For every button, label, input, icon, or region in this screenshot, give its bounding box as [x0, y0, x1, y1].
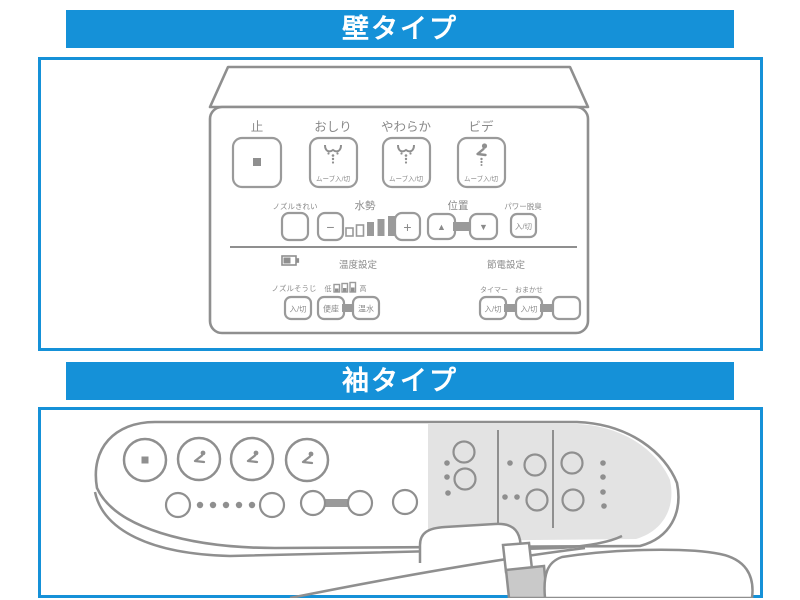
stop-label: 止 [251, 120, 264, 134]
temp-connector [342, 304, 355, 312]
nozzle-wash-onoff-text: 入/切 [289, 305, 307, 314]
bidet-label: ビデ [468, 119, 494, 134]
gray-button-zone [428, 424, 672, 541]
position-connector [453, 222, 472, 231]
nozzle-wash-onoff-button [283, 295, 313, 321]
rear-spray-icon [324, 144, 342, 164]
small-button-circle [164, 491, 192, 519]
seat-outline [543, 548, 754, 598]
person-icon [193, 450, 206, 464]
person-icon [246, 450, 259, 464]
auto-onoff-text: 入/切 [520, 305, 538, 314]
down-arrow-icon: ▼ [479, 222, 488, 232]
bidet-move-onoff: ムーブ入/切 [464, 174, 498, 183]
saving-blank-button [551, 295, 582, 321]
water-pressure-label: 水勢 [355, 199, 376, 212]
saving-connector-2 [540, 304, 555, 312]
nozzle-clean-label: ノズルきれい [273, 201, 318, 211]
plus-icon: + [403, 219, 411, 235]
sleeve-control-panel [93, 420, 754, 598]
stop-square-icon [253, 158, 261, 166]
sleeve-type-header: 袖タイプ [66, 362, 734, 400]
temp-high-label: 高 [360, 284, 367, 293]
up-arrow-icon: ▲ [437, 222, 446, 232]
small-button-circle [258, 491, 286, 519]
panel-front-edge [93, 491, 623, 558]
remote-top-face [208, 65, 590, 109]
soft-spray-icon [397, 144, 415, 164]
dot-row [196, 501, 256, 509]
small-button-circle [391, 488, 419, 516]
nozzle-clean-button [280, 211, 310, 242]
warm-water-button [351, 295, 381, 321]
warm-water-text: 温水 [358, 304, 374, 314]
zone-group-left [444, 440, 477, 496]
auto-label: おまかせ [515, 286, 543, 294]
position-label: 位置 [448, 199, 469, 212]
power-saving-label: 節電設定 [487, 259, 526, 271]
saving-connector-1 [504, 304, 518, 312]
wall-remote: 止 おしり やわらか ビデ ムーブ入/切 ムーブ入/切 ムーブ入/切 ノズルき [208, 65, 590, 335]
wall-remote-illustration: 止 おしり やわらか ビデ ムーブ入/切 ムーブ入/切 ムーブ入/切 ノズルき [208, 65, 590, 335]
seat-temp-text: 便座 [323, 304, 339, 314]
deodorizer-onoff-button [509, 212, 538, 239]
lid-corner-outline [418, 522, 524, 563]
bidet-person-icon [476, 143, 488, 166]
deodorizer-onoff-text: 入/切 [515, 222, 533, 231]
battery-icon [281, 255, 300, 266]
oshiri-label: おしり [314, 120, 352, 134]
position-down-button [468, 212, 499, 241]
water-minus-button [316, 211, 345, 242]
minus-icon: − [326, 219, 334, 235]
sleeve-illustration [93, 420, 754, 598]
hinge-gray-piece [504, 564, 549, 598]
soft-label: やわらか [381, 120, 432, 134]
oshiri-move-onoff: ムーブ入/切 [316, 174, 350, 183]
small-button-circle [299, 489, 327, 517]
water-plus-button [393, 211, 422, 242]
nozzle-wash-label: ノズルそうじ [272, 283, 317, 293]
seat-edge-line [289, 546, 586, 598]
wall-type-header: 壁タイプ [66, 10, 734, 48]
timer-label: タイマー [480, 285, 508, 294]
timer-onoff-text: 入/切 [484, 305, 502, 314]
water-pressure-indicator [345, 216, 395, 237]
temp-low-label: 低 [325, 284, 332, 293]
zone-group-right [560, 451, 607, 512]
stop-square-icon [141, 456, 149, 464]
deodorizer-label: パワー脱臭 [504, 201, 542, 211]
person-icon [301, 451, 314, 465]
zone-group-middle [502, 453, 549, 512]
pair-connector [322, 499, 352, 507]
soft-move-onoff: ムーブ入/切 [389, 174, 423, 183]
small-button-circle [346, 489, 374, 517]
temp-level-indicator [333, 281, 357, 293]
temp-setting-label: 温度設定 [339, 259, 378, 271]
